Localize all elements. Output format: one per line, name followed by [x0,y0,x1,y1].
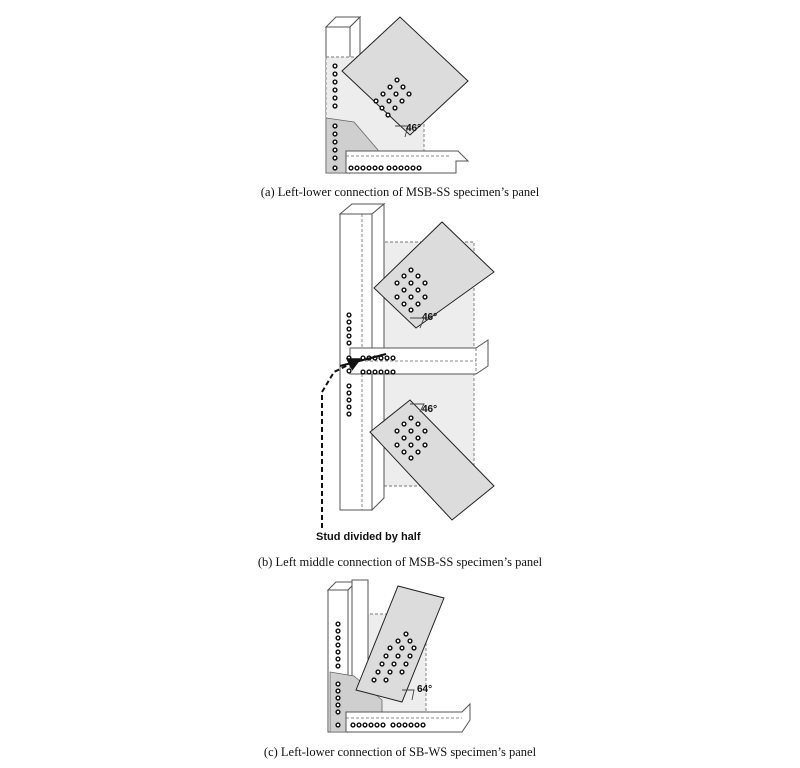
diagram-b: 46° 46° [316,202,495,543]
bolt-group-a [332,63,422,171]
caption-a: (a) Left-lower connection of MSB-SS spec… [261,185,540,199]
bolt-group-c [335,621,426,728]
angle-label-b-lower: 46° [422,404,437,415]
bolt-group-b [346,267,428,461]
stud-annotation-label: Stud divided by half [316,531,421,543]
angle-label-c: 64° [417,684,432,695]
stud-annotation-arrow [321,358,362,528]
diagram-a: 46° [324,15,470,175]
angle-label-a: 46° [406,123,421,134]
caption-b: (b) Left middle connection of MSB-SS spe… [258,555,543,569]
brace-plate-b-lower [369,399,495,521]
angle-label-b-upper: 46° [422,312,437,323]
diagram-c: 64° [326,579,471,734]
caption-c: (c) Left-lower connection of SB-WS speci… [264,745,537,759]
